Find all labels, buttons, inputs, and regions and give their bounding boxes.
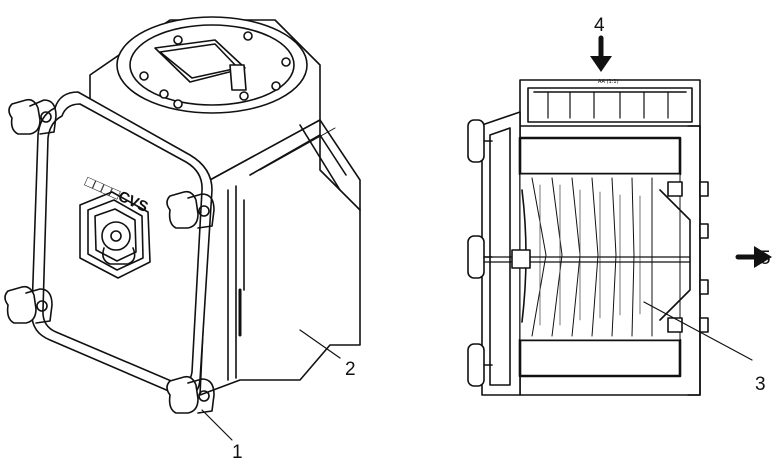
- front-cover-plate: □□□□CVS: [31, 91, 213, 397]
- section-knob-top: [467, 119, 485, 163]
- outlet-wall: [687, 125, 709, 396]
- callout-3: 3: [755, 374, 766, 395]
- filter-endcap-bottom: [518, 338, 682, 378]
- section-knob-middle: [467, 235, 485, 279]
- inlet-chamber: [519, 87, 701, 127]
- housing-section-view: AA (1:1): [467, 35, 772, 396]
- left-wall: [467, 111, 521, 396]
- callout-2: 2: [345, 359, 356, 380]
- leader-line-3: [643, 301, 753, 361]
- callout-5: 5: [760, 248, 771, 269]
- callout-4: 4: [594, 15, 605, 36]
- filter-endcap-top: [518, 136, 682, 176]
- clamp-knob-top-right: [166, 190, 215, 229]
- leader-line-1: [201, 409, 233, 441]
- clamp-knob-bottom-right: [166, 375, 215, 414]
- leader-line-2: [299, 329, 341, 359]
- housing-isometric-view: □□□□CVS: [4, 16, 361, 441]
- section-knob-bottom: [467, 343, 485, 387]
- section-label: AA (1:1): [598, 79, 619, 85]
- clamp-knob-bottom-left: [4, 285, 53, 324]
- callout-1: 1: [232, 442, 243, 462]
- central-tie-rod: [483, 181, 691, 333]
- clamp-knob-top-left: [8, 98, 57, 135]
